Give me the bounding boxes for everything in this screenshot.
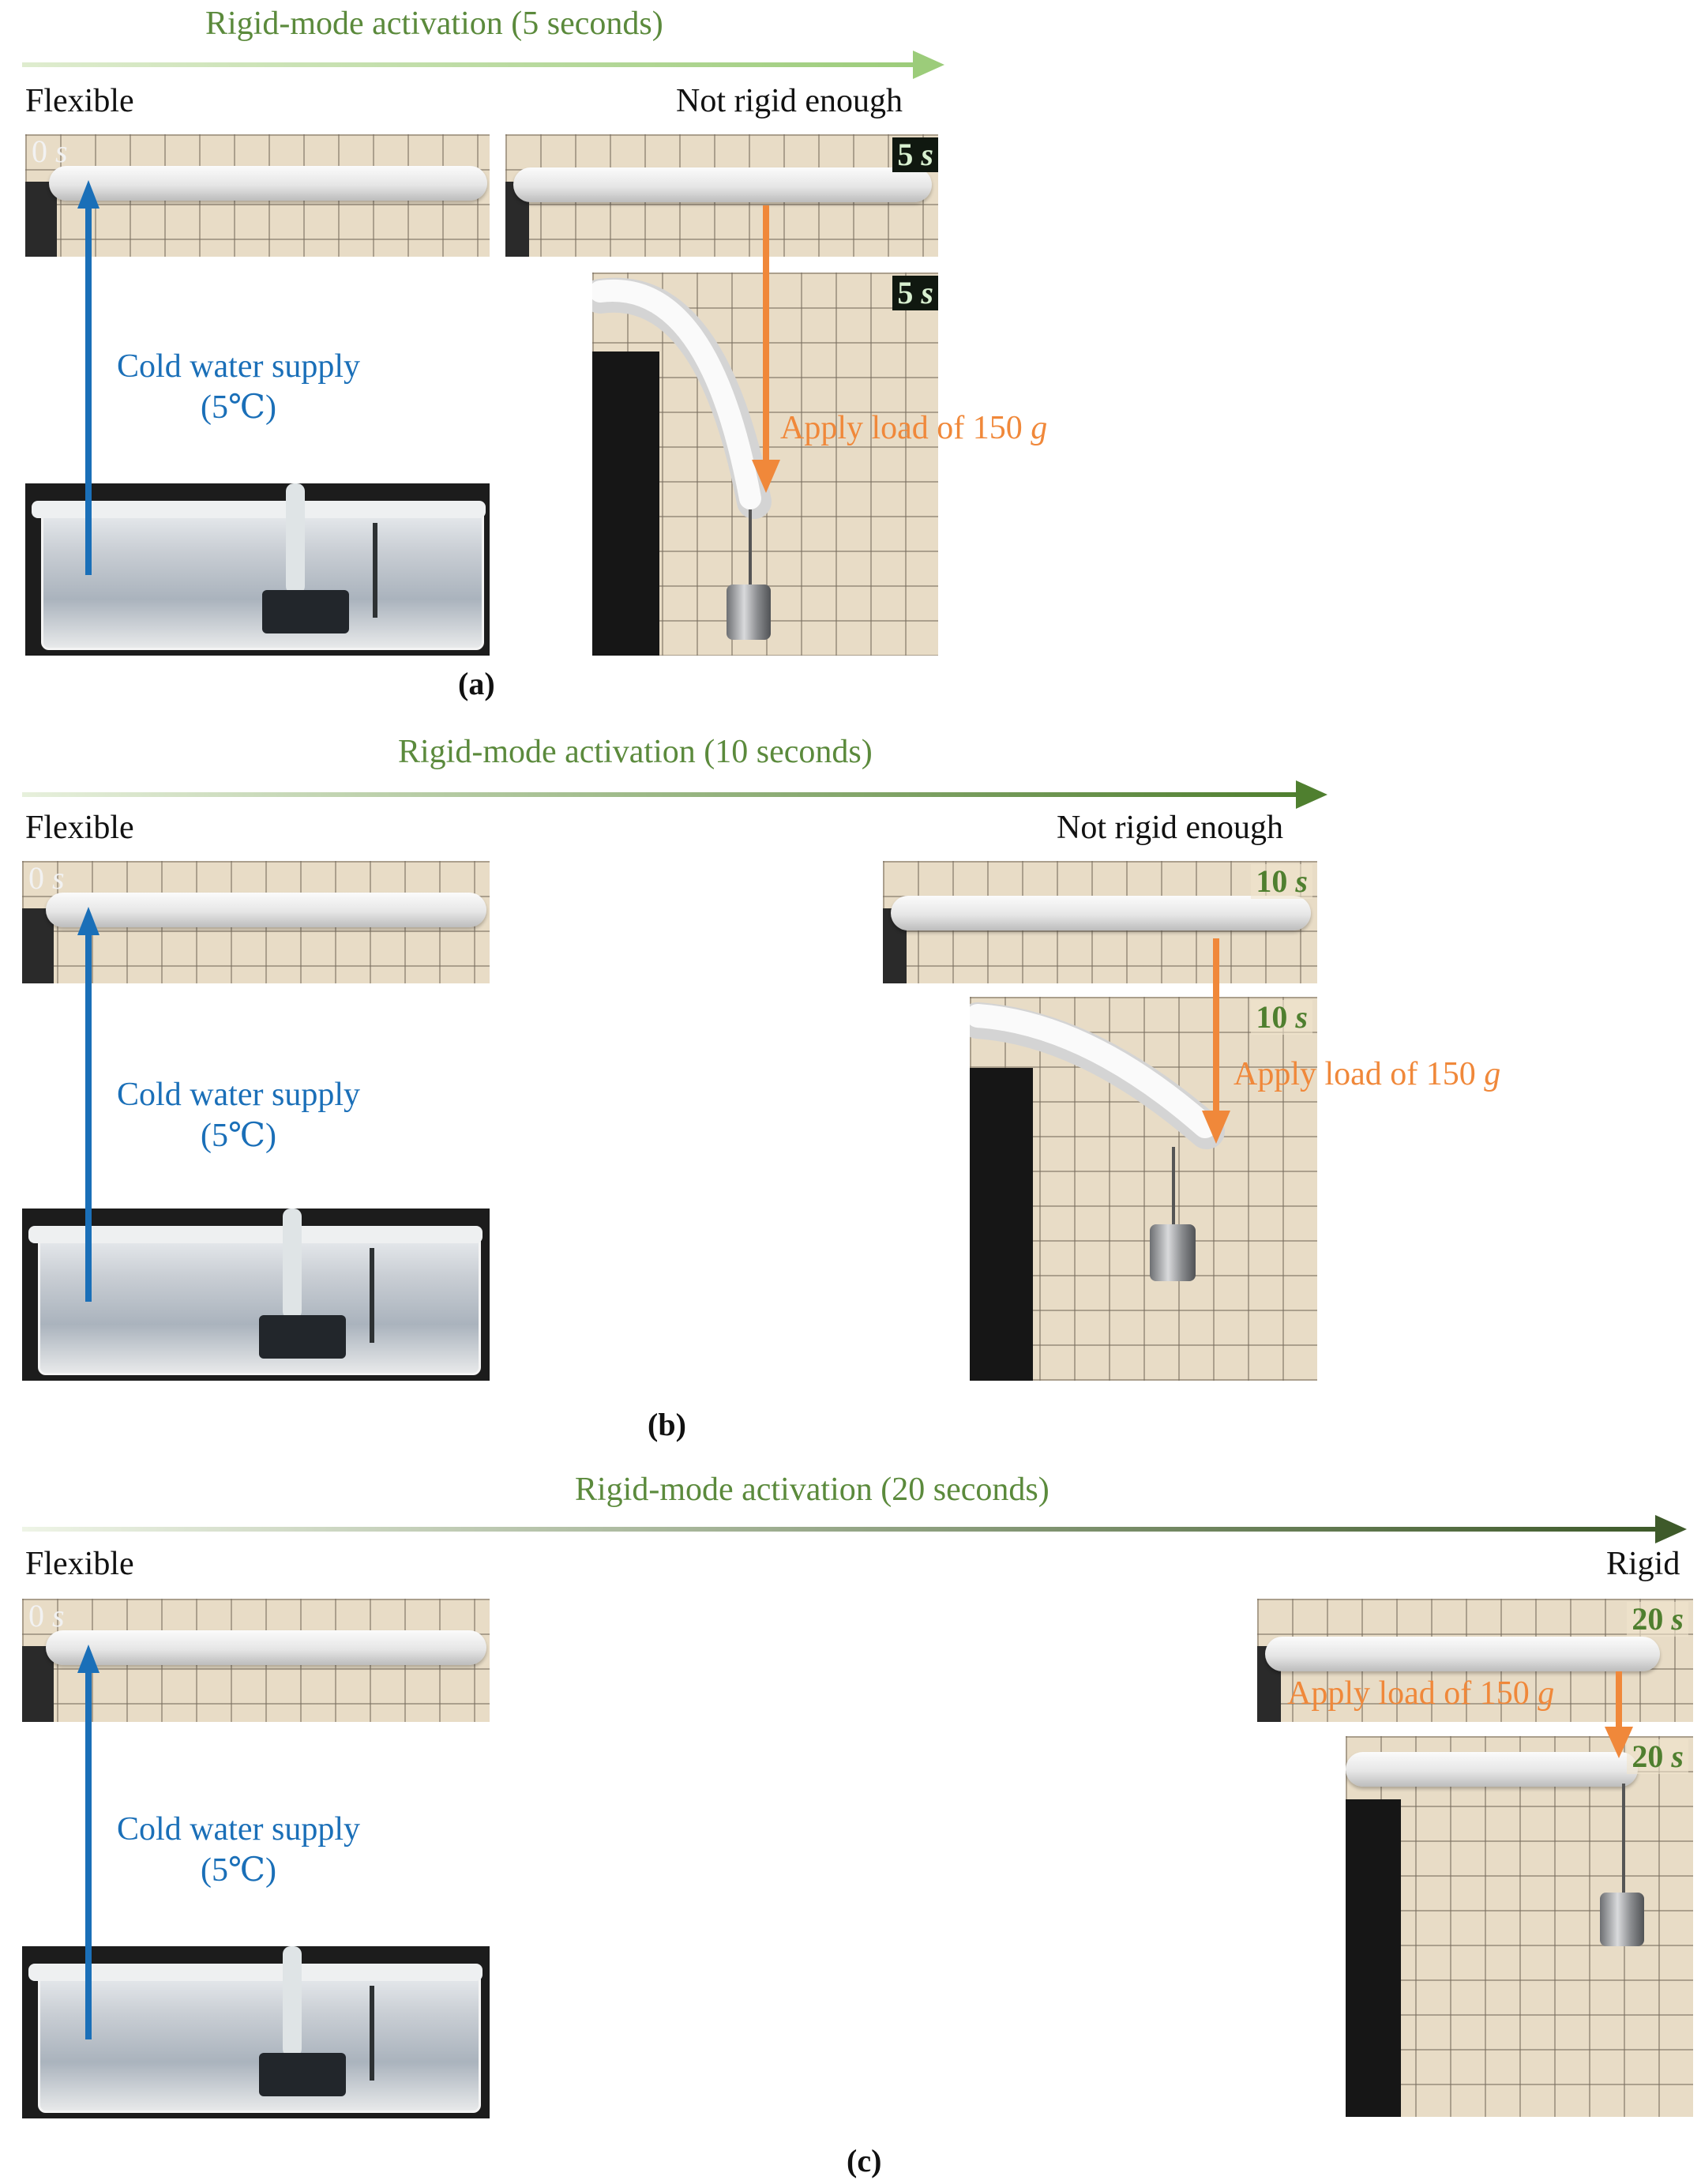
supply-label-line2: (5℃) bbox=[201, 1118, 276, 1154]
flexible-tube-photo: 0 s bbox=[22, 861, 490, 983]
start-state-label: Flexible bbox=[25, 1546, 134, 1582]
supply-label-line1: Cold water supply bbox=[117, 348, 360, 385]
end-state-label: Not rigid enough bbox=[1057, 810, 1283, 846]
time-tag-end: 5 s bbox=[892, 137, 938, 172]
time-tag-start: 0 s bbox=[28, 1599, 65, 1633]
panel-title: Rigid-mode activation (20 seconds) bbox=[575, 1472, 1050, 1508]
load-arrow bbox=[752, 205, 780, 493]
flexible-tube-photo: 0 s bbox=[22, 1599, 490, 1722]
supply-label-line2: (5℃) bbox=[201, 389, 276, 426]
cold-water-supply-label: Cold water supply (5℃) bbox=[96, 346, 381, 428]
supply-label-line1: Cold water supply bbox=[117, 1077, 360, 1113]
loaded-tube-photo: 10 s bbox=[970, 997, 1317, 1381]
panel-caption: (b) bbox=[648, 1407, 686, 1442]
time-tag-start: 0 s bbox=[32, 134, 68, 169]
time-tag-start: 0 s bbox=[28, 861, 65, 896]
cold-water-supply-label: Cold water supply (5℃) bbox=[96, 1809, 381, 1891]
cold-water-supply-arrow bbox=[77, 180, 100, 575]
end-state-label: Not rigid enough bbox=[676, 83, 903, 119]
cold-water-reservoir-photo bbox=[22, 1209, 490, 1381]
supply-label-line1: Cold water supply bbox=[117, 1811, 360, 1848]
time-tag-loaded: 20 s bbox=[1627, 1739, 1688, 1774]
panel-a: Rigid-mode activation (5 seconds) Flexib… bbox=[0, 0, 1701, 711]
panel-b: Rigid-mode activation (10 seconds) Flexi… bbox=[0, 727, 1701, 1453]
supply-label-line2: (5℃) bbox=[201, 1852, 276, 1889]
panel-title: Rigid-mode activation (5 seconds) bbox=[205, 6, 663, 42]
timeline-arrow bbox=[22, 51, 944, 79]
cold-water-supply-label: Cold water supply (5℃) bbox=[96, 1074, 381, 1156]
time-tag-end: 20 s bbox=[1627, 1602, 1688, 1637]
loaded-tube-photo: 20 s bbox=[1346, 1736, 1693, 2117]
load-label: Apply load of 150 g bbox=[1234, 1056, 1501, 1092]
panel-title: Rigid-mode activation (10 seconds) bbox=[398, 734, 873, 770]
cold-water-supply-arrow bbox=[77, 1645, 100, 2039]
panel-c: Rigid-mode activation (20 seconds) Flexi… bbox=[0, 1461, 1701, 2184]
cold-water-reservoir-photo bbox=[25, 483, 490, 656]
weight-150g bbox=[1150, 1224, 1196, 1281]
cold-water-reservoir-photo bbox=[22, 1946, 490, 2118]
weight-150g bbox=[1600, 1893, 1644, 1946]
panel-caption: (c) bbox=[847, 2143, 882, 2178]
panel-caption: (a) bbox=[458, 666, 495, 701]
load-arrow bbox=[1202, 938, 1230, 1144]
weight-150g bbox=[727, 585, 771, 640]
flexible-tube-photo: 0 s bbox=[25, 134, 490, 257]
start-state-label: Flexible bbox=[25, 810, 134, 846]
end-state-label: Rigid bbox=[1606, 1546, 1680, 1582]
end-tube-photo: 5 s bbox=[505, 134, 938, 257]
load-label: Apply load of 150 g bbox=[780, 410, 1048, 446]
start-state-label: Flexible bbox=[25, 83, 134, 119]
time-tag-loaded: 5 s bbox=[892, 276, 938, 310]
time-tag-end: 10 s bbox=[1251, 864, 1312, 899]
load-arrow bbox=[1605, 1671, 1633, 1758]
end-tube-photo: 10 s bbox=[883, 861, 1317, 983]
timeline-arrow bbox=[22, 780, 1327, 809]
load-label: Apply load of 150 g bbox=[1287, 1675, 1555, 1712]
cold-water-supply-arrow bbox=[77, 907, 100, 1302]
timeline-arrow bbox=[22, 1515, 1687, 1543]
time-tag-loaded: 10 s bbox=[1251, 1000, 1312, 1035]
